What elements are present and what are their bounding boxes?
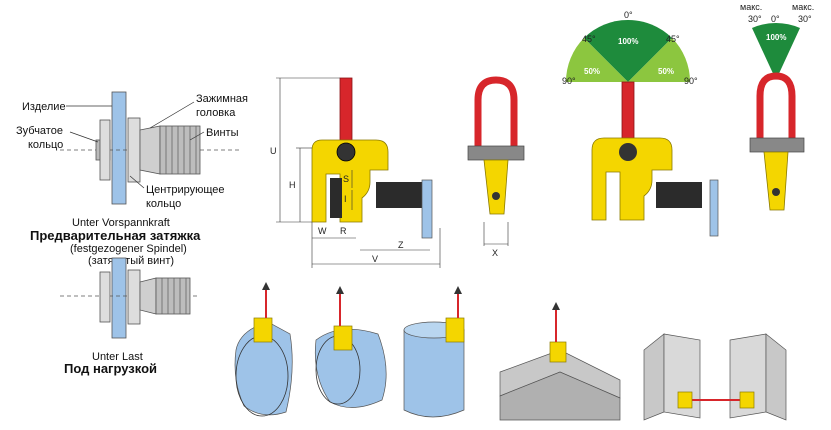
jaw-insert [330, 178, 342, 218]
gauge30-maks-right: макс. [792, 2, 814, 12]
dim-R: R [340, 226, 347, 236]
screw-body [159, 125, 201, 175]
dim-X: X [492, 248, 498, 258]
state-pretension-ru2: (затянутый винт) [88, 255, 174, 267]
gauge30-maks-left: макс. [740, 2, 762, 12]
state-pretension-de2: (festgezogener Spindel) [70, 243, 187, 255]
state-pretension-ru: Предварительная затяжка [30, 228, 201, 243]
state-pretension-de: Unter Vorspannkraft [72, 217, 170, 229]
jaw-right [127, 117, 141, 183]
gauge90-right90: 90° [684, 76, 698, 86]
state-load-de: Unter Last [92, 351, 143, 363]
app-tilted-cylinder-1 [234, 282, 293, 417]
jaw-left [99, 119, 111, 181]
label-zubchatoe: Зубчатое [16, 125, 63, 137]
section-load [60, 257, 200, 339]
section-pretension [60, 91, 240, 205]
clamp-body-yellow [311, 139, 389, 223]
dim-Z: Z [398, 240, 404, 250]
app-plates [499, 302, 621, 421]
front-body [483, 159, 509, 215]
clamp-head [139, 125, 161, 175]
dim-H: H [289, 180, 296, 190]
lifting-bar [339, 77, 353, 145]
state-load-ru: Под нагрузкой [64, 361, 157, 376]
gauge30-deg-left: 30° [748, 14, 762, 24]
dim-V: V [372, 254, 378, 264]
angle-gauge-30 [749, 22, 805, 211]
pivot-bolt [336, 142, 356, 162]
shackle-pin [467, 145, 525, 161]
gauge30-top: 0° [771, 14, 780, 24]
label-koltso: кольцо [28, 139, 63, 151]
label-izdelie: Изделие [22, 101, 66, 113]
angle-gauge-90 [565, 19, 719, 237]
app-ibeams [643, 333, 787, 421]
dim-I: I [344, 194, 347, 204]
front-view-shackle [467, 76, 525, 246]
dim-W: W [318, 226, 327, 236]
gauge30-pct-center: 100% [766, 33, 786, 42]
workpiece-plate [111, 91, 127, 205]
gauge90-pct-center: 100% [618, 37, 638, 46]
clamp-dimensioned [276, 77, 441, 268]
gauge90-pct-left: 50% [584, 67, 600, 76]
dim-U: U [270, 146, 277, 156]
label-centr1: Центрирующее [146, 184, 225, 196]
app-tilted-cylinder-2 [314, 286, 387, 408]
gauge90-left90: 90° [562, 76, 576, 86]
gauge30-deg-right: 30° [798, 14, 812, 24]
gauge90-right45: 45° [666, 34, 680, 44]
screw-handle [421, 179, 433, 239]
label-golovka: головка [196, 107, 236, 119]
app-vertical-cylinder [403, 286, 465, 418]
dim-S: S [343, 174, 349, 184]
gauge90-left45: 45° [582, 34, 596, 44]
label-centr2: кольцо [146, 198, 181, 210]
gauge90-pct-right: 50% [658, 67, 674, 76]
workpiece-plate-load [111, 257, 127, 339]
label-zhimnaya: Зажимная [196, 93, 248, 105]
gauge90-top: 0° [624, 10, 633, 20]
shackle-ring [474, 76, 518, 150]
label-vinty: Винты [206, 127, 239, 139]
screw-spindle [376, 182, 422, 208]
